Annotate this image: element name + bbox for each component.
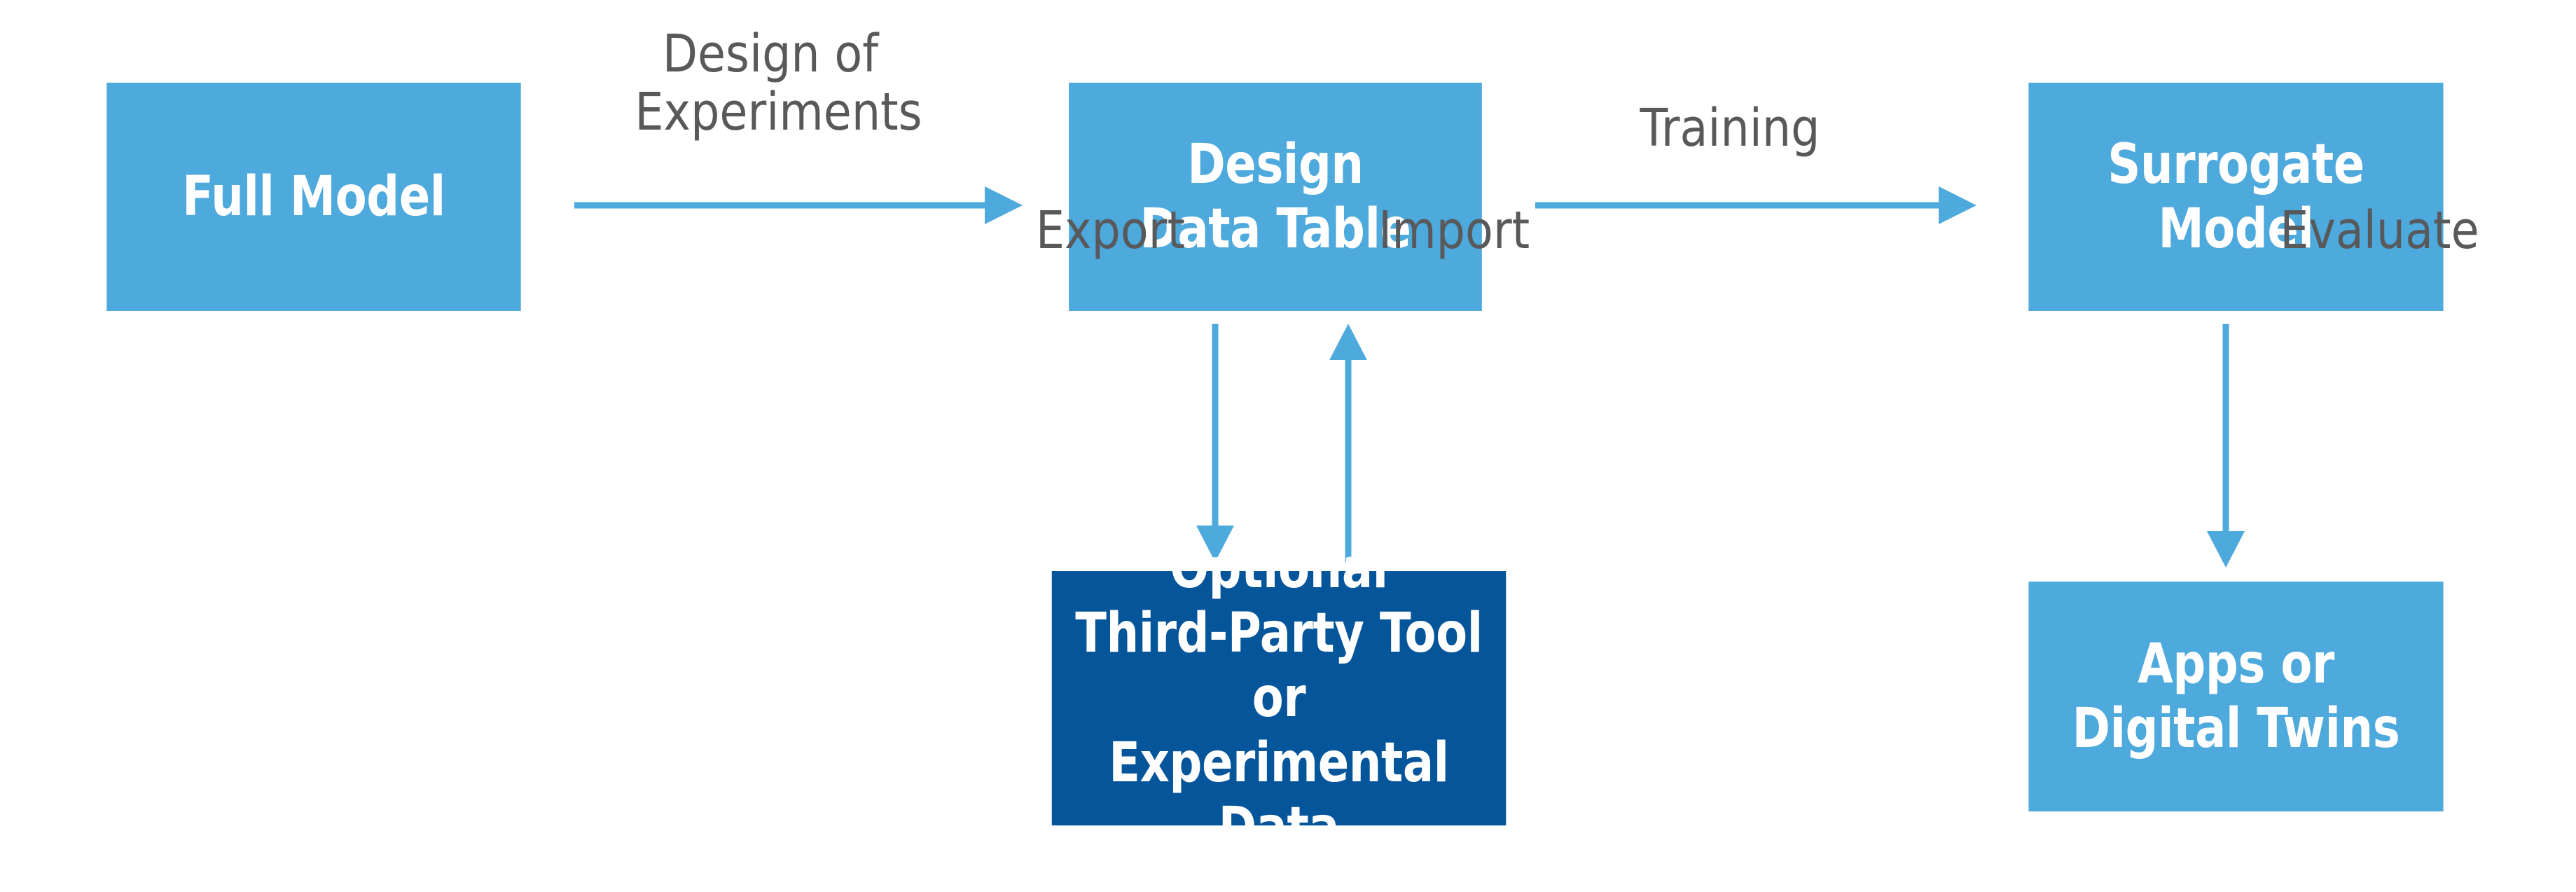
edge-label-design-of-experiments: Design of Experiments bbox=[635, 24, 922, 142]
edge-label-evaluate: Evaluate bbox=[2280, 200, 2479, 261]
edge-label-export: Export bbox=[1035, 200, 1185, 261]
arrow-import bbox=[1329, 324, 1367, 562]
node-surrogate-model[interactable]: Surrogate Model bbox=[2028, 83, 2444, 311]
node-apps-or-digital-twins[interactable]: Apps or Digital Twins bbox=[2028, 582, 2444, 811]
arrow-export bbox=[1196, 324, 1234, 562]
arrow-design-of-experiments bbox=[574, 186, 1023, 224]
arrow-training bbox=[1535, 186, 1976, 224]
edge-label-import: Import bbox=[1378, 200, 1530, 261]
arrow-evaluate bbox=[2207, 324, 2245, 568]
node-design-data-table[interactable]: Design Data Table bbox=[1069, 83, 1482, 311]
node-optional-third-party-tool-or-experimental-data[interactable]: Optional Third-Party Tool or Experimenta… bbox=[1051, 537, 1507, 859]
node-full-model[interactable]: Full Model bbox=[106, 83, 521, 311]
edge-label-training: Training bbox=[1640, 98, 1820, 158]
